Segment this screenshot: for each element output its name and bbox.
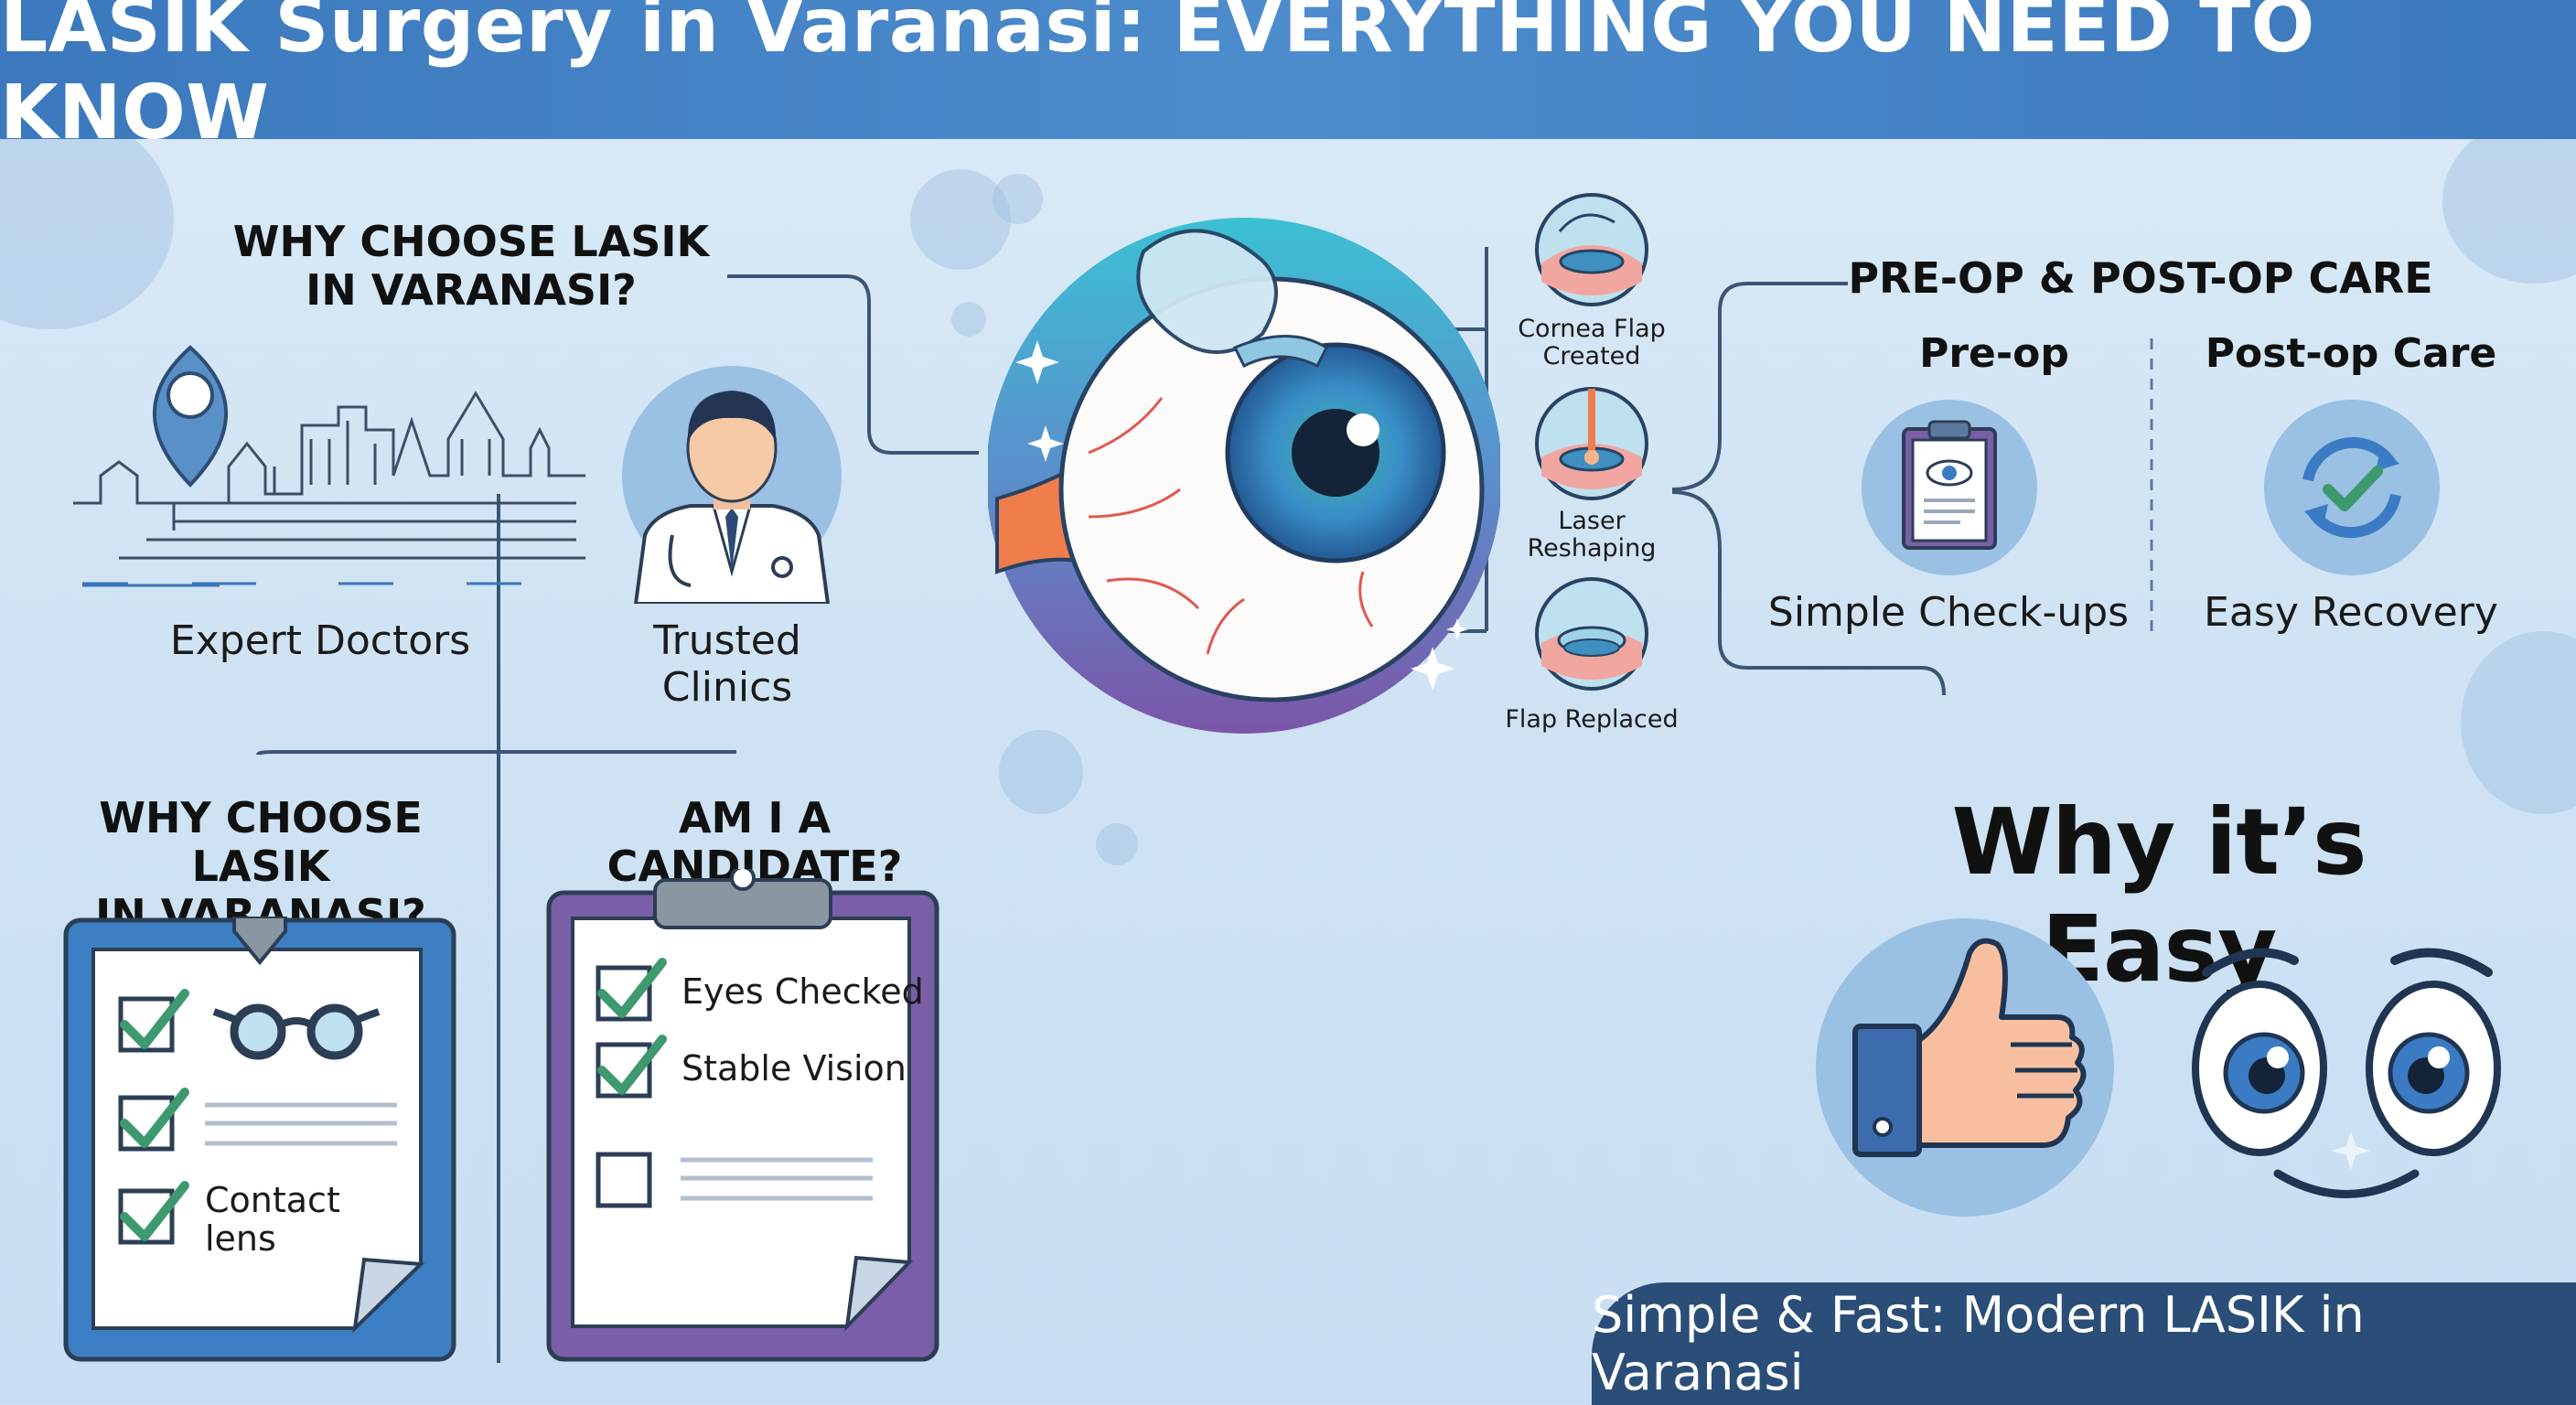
laser-icon bbox=[1535, 387, 1648, 500]
pre-op-title: Pre-op bbox=[1919, 330, 2069, 377]
happy-eyes-icon bbox=[2192, 948, 2501, 1198]
page-title: LASIK Surgery in Varanasi: EVERYTHING YO… bbox=[0, 0, 2315, 156]
candidate-item-eyes-checked: Eyes Checked bbox=[682, 971, 924, 1012]
easy-title: Why it’s Easy bbox=[1951, 788, 2367, 1003]
step-cornea-flap-label: Cornea Flap Created bbox=[1518, 315, 1666, 370]
decor-bubble bbox=[1096, 823, 1138, 865]
candidate-item-stable-vision: Stable Vision bbox=[682, 1048, 907, 1089]
step-laser-label: Laser Reshaping bbox=[1527, 507, 1657, 563]
cornea-flap-icon bbox=[1535, 193, 1648, 306]
header-banner: LASIK Surgery in Varanasi: EVERYTHING YO… bbox=[0, 0, 2576, 156]
why-choose-heading-top: WHY CHOOSE LASIK IN VARANASI? bbox=[232, 217, 710, 315]
trusted-clinics-label: Trusted Clinics bbox=[653, 617, 801, 711]
doctor-icon bbox=[622, 366, 842, 604]
decor-bubble bbox=[993, 174, 1043, 224]
purple-clipboard bbox=[546, 869, 939, 1362]
clipboard-eye-icon bbox=[1862, 400, 2037, 575]
care-heading: PRE-OP & POST-OP CARE bbox=[1848, 253, 2433, 303]
decor-bubble bbox=[951, 302, 986, 337]
post-op-caption: Easy Recovery bbox=[2204, 589, 2498, 636]
eye-anatomy-icon bbox=[988, 218, 1500, 734]
flap-replaced-icon bbox=[1535, 577, 1648, 691]
blue-clipboard bbox=[63, 917, 456, 1362]
step-flap-replaced-label: Flap Replaced bbox=[1505, 705, 1679, 734]
glasses-icon bbox=[212, 1003, 381, 1060]
recovery-check-icon bbox=[2264, 400, 2440, 575]
decor-bubble bbox=[999, 730, 1083, 814]
pre-op-caption: Simple Check-ups bbox=[1767, 589, 2130, 636]
thumbs-up-icon bbox=[1816, 918, 2114, 1217]
post-op-title: Post-op Care bbox=[2205, 330, 2497, 377]
contact-lens-label: Contact lens bbox=[205, 1180, 340, 1259]
footer-text: Simple & Fast: Modern LASIK in Varanasi bbox=[1592, 1286, 2365, 1401]
varanasi-skyline-icon bbox=[73, 345, 585, 585]
expert-doctors-label: Expert Doctors bbox=[169, 617, 471, 664]
decor-bubble bbox=[910, 169, 1011, 270]
footer-banner: Simple & Fast: Modern LASIK in Varanasi bbox=[1592, 1282, 2576, 1405]
